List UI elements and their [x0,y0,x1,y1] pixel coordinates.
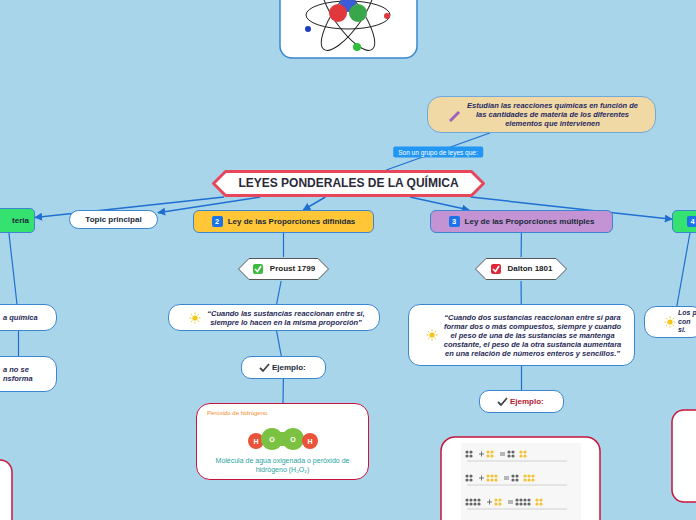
central-topic: LEYES PONDERALES DE LA QUÍMICA [212,170,485,197]
atom-letter: O [290,436,295,443]
node-label: Proust 1799 [270,264,315,274]
example-picture [441,437,600,520]
cut-box [672,410,696,502]
connector [677,233,690,306]
atom-letter: H [307,438,312,445]
pen-icon [449,111,460,122]
author-tag: Proust 1799 [237,257,330,281]
example-pill: Ejemplo: [241,356,326,379]
topic-pill: Topic principal [69,210,158,229]
node-label: Ley de las Proporciones múltiples [465,217,595,227]
number-badge: 3 [449,216,460,227]
picture-caption: Molécula de agua oxigenada o peróxido de… [207,457,358,474]
connector [283,233,284,257]
note-box: a química [0,304,57,331]
sun-icon [190,313,201,324]
node-label: Ejemplo: [272,363,306,373]
node-label: Ejemplo: [510,397,544,407]
connector [277,331,282,356]
number-badge: 2 [212,216,223,227]
connector [410,197,469,210]
example-pill: Ejemplo: [479,390,564,413]
quote-box: “Cuando dos sustancias reaccionan entre … [408,304,635,366]
connector [9,233,17,304]
sun-icon [665,317,676,328]
node-label: a química [3,313,38,322]
connector [18,331,19,356]
node-label: Topic principal [85,215,141,225]
node-label: “Cuando dos sustancias reaccionan entre … [443,313,622,358]
check-icon [491,264,501,274]
sun-icon [427,330,438,341]
node-label: teria [12,216,29,226]
node-label: LEYES PONDERALES DE LA QUÍMICA [238,176,458,190]
node-label: Estudian las reacciones químicas en func… [462,101,643,128]
number-badge: 4 [687,216,696,227]
connector [303,197,325,210]
law-box: 3 Ley de las Proporciones múltiples [430,210,613,233]
connector [386,133,489,170]
connector [521,233,522,257]
check-icon [253,264,263,274]
node-label: Los p con si. [678,309,696,334]
connector [521,366,522,390]
node-label: “Cuando las sustancias reaccionan entre … [203,309,369,327]
check-mark [260,364,269,371]
check-mark [498,398,507,405]
cut-box [0,460,12,520]
molecule [248,428,318,450]
author-tag: Dalton 1801 [474,257,568,281]
law-box: teria [0,208,35,233]
connector [282,379,284,403]
law-box: 4 [672,210,696,233]
node-label: a no se nsforma [3,365,43,383]
atom-letter: O [269,436,274,443]
note-box: a no se nsforma [0,356,57,392]
atom-letter: H [253,438,258,445]
picture-title: Peróxido de hidrógeno [207,410,358,417]
info-box: Estudian las reacciones químicas en func… [427,96,656,133]
law-box: 2 Ley de las Proporciones difinidas [193,210,374,233]
connector [520,281,521,304]
atom-picture [280,0,417,58]
node-label: Ley de las Proporciones difinidas [228,217,356,227]
edge-label: Son un grupo de leyes que: [393,146,483,157]
connector [277,281,282,304]
node-label: Dalton 1801 [508,264,553,274]
